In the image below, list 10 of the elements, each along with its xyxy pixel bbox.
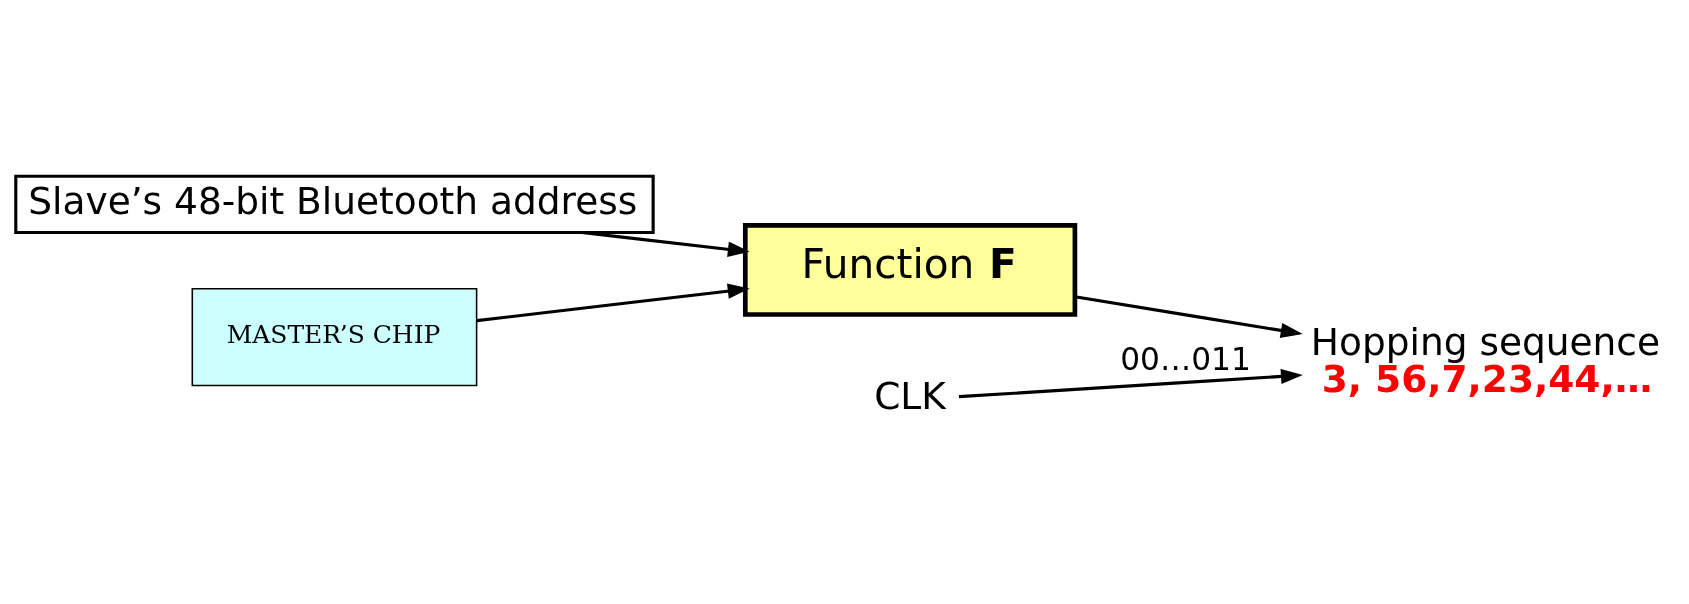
edge-label: 00…011 bbox=[1120, 340, 1251, 377]
node-text: CLK bbox=[874, 374, 946, 419]
node-text: Hopping sequence 3, 56,7,23,44,… bbox=[1310, 319, 1661, 402]
node-box: Function F bbox=[742, 223, 1078, 317]
arrow bbox=[476, 283, 750, 323]
node-box: Slave’s 48-bit Bluetooth address bbox=[14, 174, 655, 235]
node-box: MASTER’S CHIP bbox=[191, 287, 478, 387]
arrow bbox=[958, 368, 1303, 399]
arrow bbox=[581, 231, 750, 257]
arrow bbox=[1074, 295, 1303, 338]
